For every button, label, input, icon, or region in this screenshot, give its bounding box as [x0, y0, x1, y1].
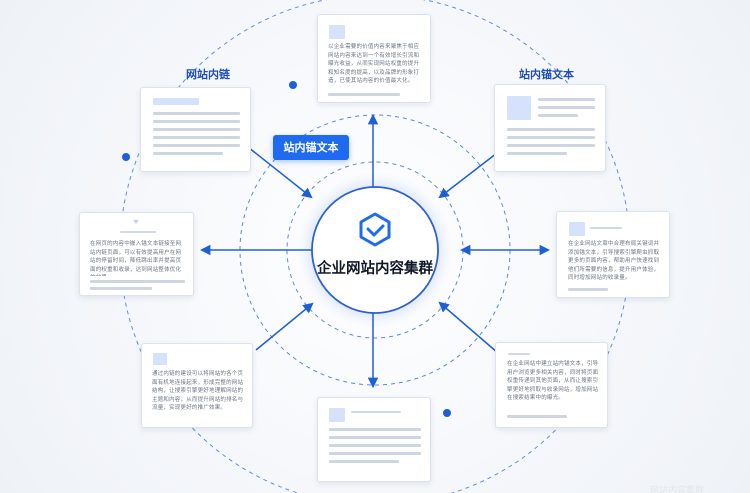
anchor-text-label: 站内锚文本	[519, 68, 574, 81]
text-line	[153, 98, 199, 105]
watermark-text: 网站内容集群	[650, 486, 705, 493]
arrow-from-bottom-right	[438, 301, 499, 354]
center-hub-circle	[311, 186, 439, 314]
anchor-text-badge: 站内锚文本	[273, 135, 349, 160]
thumbnail-image	[329, 408, 345, 422]
card-text: 通过内链的建设可以将网站的各个页面有机地连接起来，形成完整的网站结构，让搜索引擎…	[152, 371, 244, 412]
content-card-bottom	[317, 397, 431, 482]
internal-link-label: 网站内链	[186, 68, 230, 81]
orbit-dot	[289, 81, 297, 89]
text-line	[328, 93, 400, 96]
content-card-top-left	[140, 87, 251, 172]
content-card-left: 在网页的内容中嵌入锚文本链接至网站内链页面，可以有效提高用户在网站的停留时间，降…	[79, 212, 194, 296]
content-card-top-right	[494, 84, 606, 172]
content-card-top: 以企业需要的价值内容来聚焦于相应网站内容来达到一个有效增长引流和曝光收益，从而实…	[317, 14, 431, 103]
caret-icon	[133, 220, 139, 224]
shield-check-icon	[359, 212, 391, 247]
card-text: 在企业网站文章中合理布局关键词并添加锚文本，引导搜索引擎爬虫抓取更多的页面内容，…	[568, 241, 660, 282]
thumbnail-image	[329, 25, 345, 39]
thumbnail-image	[569, 222, 585, 236]
content-card-bottom-right: 在企业网站中建立站内锚文本，引导用户浏览更多相关内容，同时将页面权重传递到其他页…	[495, 342, 608, 428]
content-card-right: 在企业网站文章中合理布局关键词并添加锚文本，引导搜索引擎爬虫抓取更多的页面内容，…	[556, 211, 670, 298]
arrow-from-bottom-left	[255, 302, 314, 351]
thumbnail-image	[507, 96, 531, 120]
card-text: 在企业网站中建立站内锚文本，引导用户浏览更多相关内容，同时将页面权重传递到其他页…	[507, 361, 599, 402]
arrow-from-top-right	[438, 152, 498, 199]
content-card-bottom-left: 通过内链的建设可以将网站的各个页面有机地连接起来，形成完整的网站结构，让搜索引擎…	[141, 343, 253, 428]
orbit-dot	[122, 153, 130, 161]
center-title: 企业网站内容集群	[317, 261, 433, 277]
card-text: 以企业需要的价值内容来聚焦于相应网站内容来达到一个有效增长引流和曝光收益，从而实…	[328, 44, 420, 85]
orbit-dot	[443, 409, 451, 417]
thumbnail-image	[153, 353, 167, 365]
card-text: 在网页的内容中嵌入锚文本链接至网站内链页面，可以有效提高用户在网站的停留时间，降…	[90, 241, 182, 276]
